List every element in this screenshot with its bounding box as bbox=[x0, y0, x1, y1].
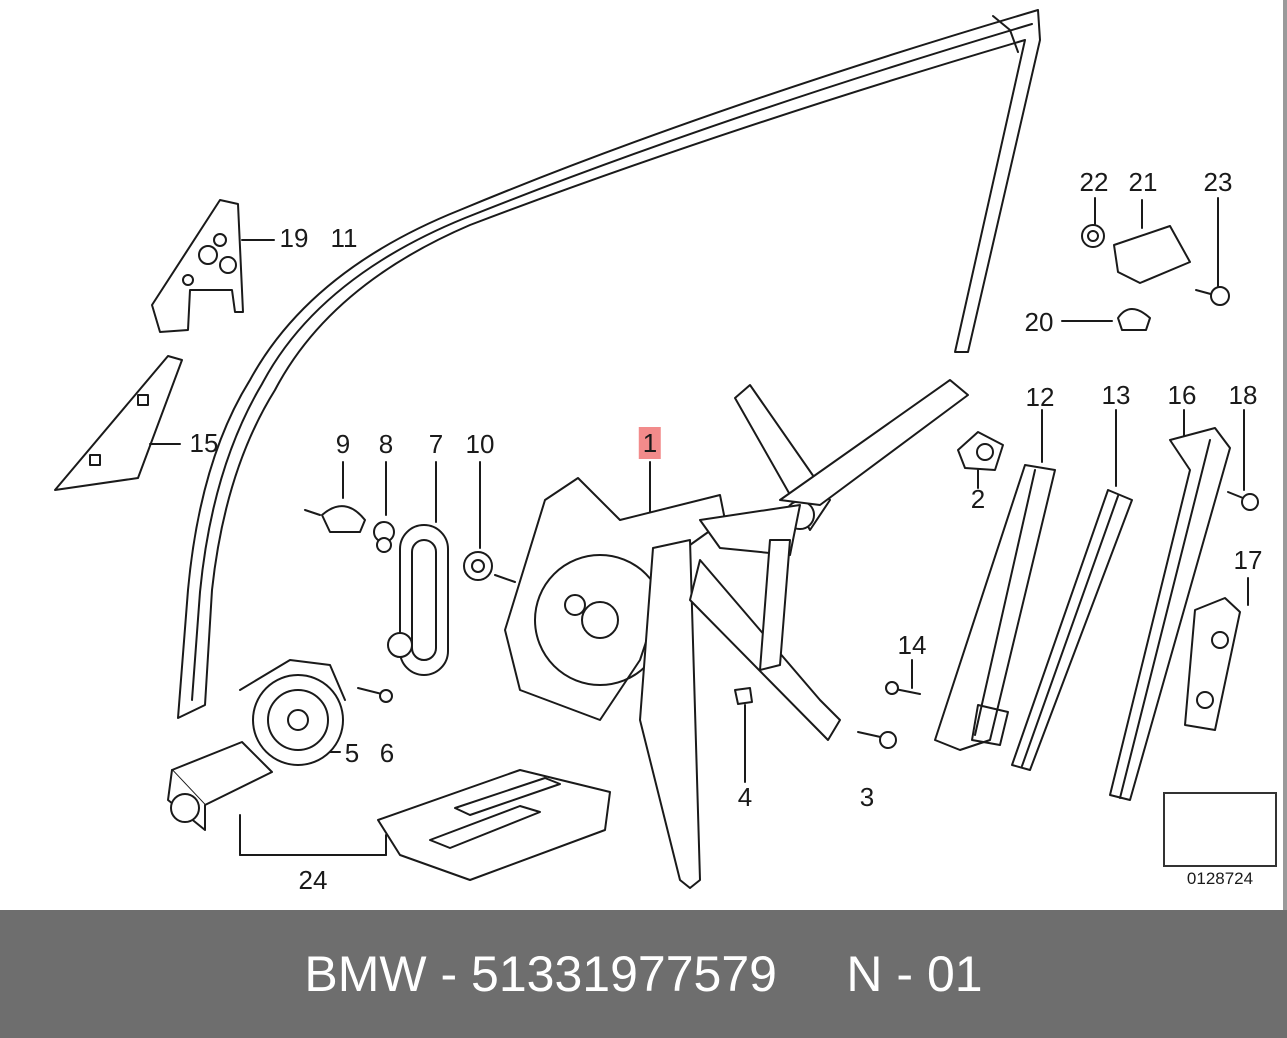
footer-title: BMW - 51331977579 N - 01 bbox=[0, 910, 1287, 1038]
footer-position-code: N - 01 bbox=[846, 946, 983, 1002]
part-label-24[interactable]: 24 bbox=[298, 865, 328, 895]
footer-bar: BMW - 51331977579 N - 01 bbox=[0, 910, 1287, 1038]
part-label-9[interactable]: 9 bbox=[335, 429, 351, 459]
footer-part-number: 51331977579 bbox=[471, 946, 777, 1002]
part-label-3[interactable]: 3 bbox=[859, 782, 875, 812]
page-edge bbox=[1283, 0, 1287, 910]
small-parts bbox=[304, 461, 516, 583]
guide-rails bbox=[934, 409, 1231, 801]
part-label-10[interactable]: 10 bbox=[465, 429, 495, 459]
fasteners bbox=[734, 659, 921, 783]
footer-separator: - bbox=[426, 946, 472, 1002]
part-label-1[interactable]: 1 bbox=[638, 427, 662, 459]
part-label-15[interactable]: 15 bbox=[189, 428, 219, 458]
part-label-6[interactable]: 6 bbox=[379, 738, 395, 768]
screw-6 bbox=[357, 687, 393, 703]
diagram-drawing bbox=[54, 9, 1259, 889]
part-label-16[interactable]: 16 bbox=[1167, 380, 1197, 410]
window-regulator bbox=[504, 379, 969, 889]
part-label-23[interactable]: 23 bbox=[1203, 167, 1233, 197]
part-label-13[interactable]: 13 bbox=[1101, 380, 1131, 410]
part-label-14[interactable]: 14 bbox=[897, 630, 927, 660]
footer-brand: BMW bbox=[304, 946, 427, 1002]
motor-unit bbox=[167, 659, 346, 831]
reference-code: 0128724 bbox=[1186, 869, 1254, 888]
part-label-2[interactable]: 2 bbox=[970, 484, 986, 514]
part-label-11[interactable]: 11 bbox=[330, 223, 358, 253]
clip-2 bbox=[957, 431, 1004, 489]
part-label-7[interactable]: 7 bbox=[428, 429, 444, 459]
part-label-20[interactable]: 20 bbox=[1024, 307, 1054, 337]
part-label-4[interactable]: 4 bbox=[737, 782, 753, 812]
control-module bbox=[239, 769, 611, 881]
slider-17 bbox=[1184, 577, 1249, 731]
drive-belt bbox=[387, 461, 449, 676]
reference-box bbox=[1163, 792, 1277, 867]
parts-diagram: 1 2 3 4 5 6 7 8 9 10 11 12 13 14 15 16 1… bbox=[54, 0, 1287, 910]
part-label-8[interactable]: 8 bbox=[378, 429, 394, 459]
footer-gap bbox=[777, 945, 846, 1003]
part-label-12[interactable]: 12 bbox=[1025, 382, 1055, 412]
bolt-18 bbox=[1227, 409, 1259, 511]
part-label-22[interactable]: 22 bbox=[1079, 167, 1109, 197]
part-label-17[interactable]: 17 bbox=[1233, 545, 1263, 575]
part-label-19[interactable]: 19 bbox=[279, 223, 309, 253]
bracket-parts bbox=[1061, 197, 1230, 331]
corner-trim-19 bbox=[151, 199, 275, 333]
window-frame-seal bbox=[177, 9, 1041, 719]
corner-trim-15 bbox=[54, 355, 183, 491]
part-label-5[interactable]: 5 bbox=[344, 738, 360, 768]
part-label-21[interactable]: 21 bbox=[1128, 167, 1158, 197]
part-label-18[interactable]: 18 bbox=[1228, 380, 1258, 410]
